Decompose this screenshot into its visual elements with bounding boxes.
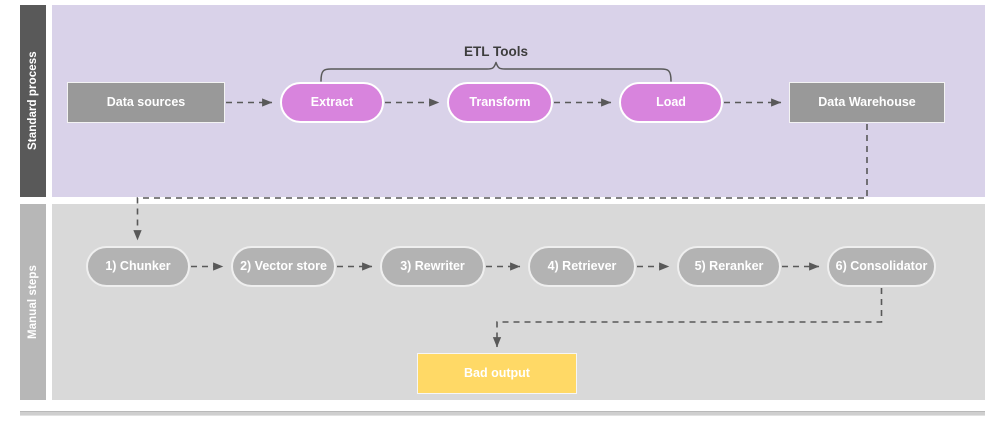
bottom-divider	[20, 411, 985, 416]
node-data-warehouse[interactable]: Data Warehouse	[789, 82, 945, 123]
node-vector-store[interactable]: 2) Vector store	[231, 246, 336, 287]
node-retriever[interactable]: 4) Retriever	[528, 246, 636, 287]
node-consolidator[interactable]: 6) Consolidator	[827, 246, 936, 287]
lane-label-manual-steps: Manual steps	[20, 204, 46, 400]
node-load[interactable]: Load	[619, 82, 723, 123]
node-extract[interactable]: Extract	[280, 82, 384, 123]
node-bad-output[interactable]: Bad output	[417, 353, 577, 394]
node-data-sources[interactable]: Data sources	[67, 82, 225, 123]
node-chunker[interactable]: 1) Chunker	[86, 246, 190, 287]
lane-label-standard-process: Standard process	[20, 5, 46, 197]
etl-tools-label: ETL Tools	[464, 44, 528, 59]
node-rewriter[interactable]: 3) Rewriter	[380, 246, 485, 287]
node-reranker[interactable]: 5) Reranker	[677, 246, 781, 287]
node-transform[interactable]: Transform	[447, 82, 553, 123]
